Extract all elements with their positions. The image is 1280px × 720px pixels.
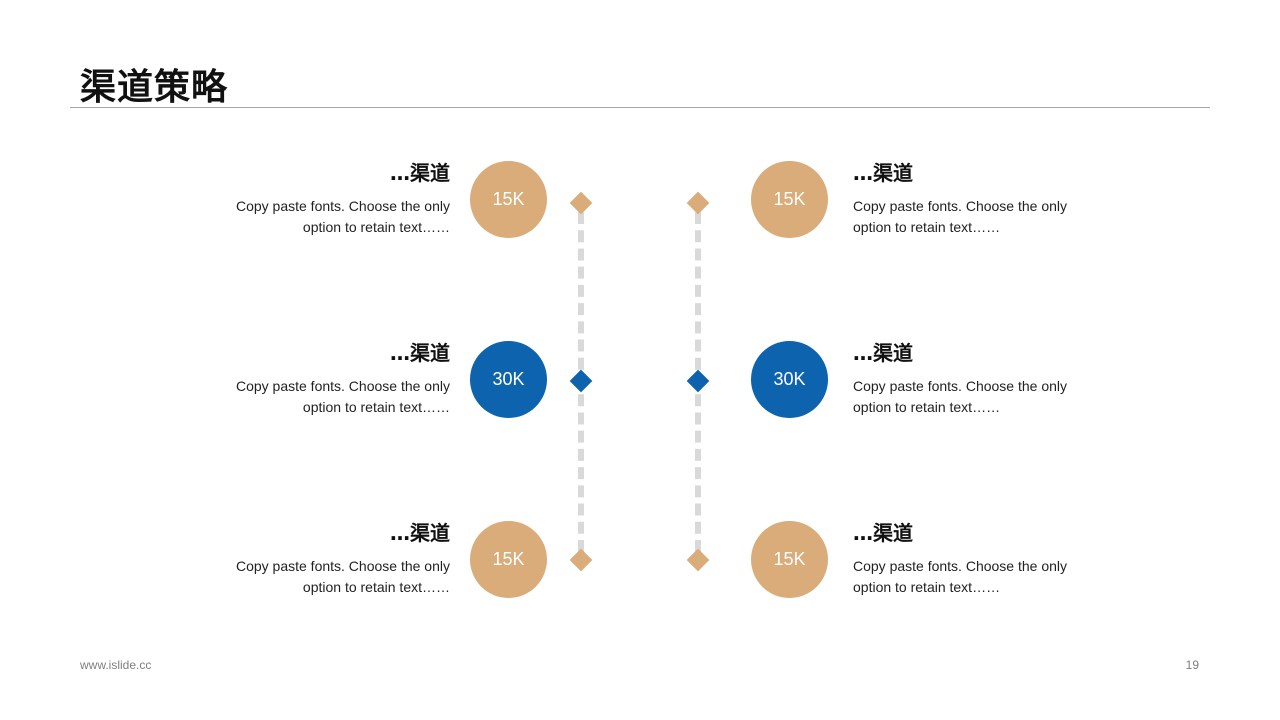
diamond-marker <box>569 191 593 215</box>
diamond-marker <box>686 191 710 215</box>
footer-url[interactable]: www.islide.cc <box>80 658 152 672</box>
channel-heading: …渠道 <box>390 161 450 185</box>
diamond-marker <box>686 548 710 572</box>
value-circle: 15K <box>470 161 547 238</box>
page-number: 19 <box>1185 658 1199 672</box>
value-circle: 15K <box>751 521 828 598</box>
channel-heading: …渠道 <box>390 521 450 545</box>
channel-heading: …渠道 <box>853 341 913 365</box>
value-circle: 15K <box>751 161 828 238</box>
value-circle: 30K <box>751 341 828 418</box>
page-title: 渠道策略 <box>80 67 229 108</box>
value-circle: 30K <box>470 341 547 418</box>
channel-heading: …渠道 <box>853 161 913 185</box>
channel-heading: …渠道 <box>853 521 913 545</box>
title-divider <box>70 107 1210 108</box>
diamond-marker <box>569 369 593 393</box>
diamond-marker <box>686 369 710 393</box>
value-circle: 15K <box>470 521 547 598</box>
channel-heading: …渠道 <box>390 341 450 365</box>
diamond-marker <box>569 548 593 572</box>
